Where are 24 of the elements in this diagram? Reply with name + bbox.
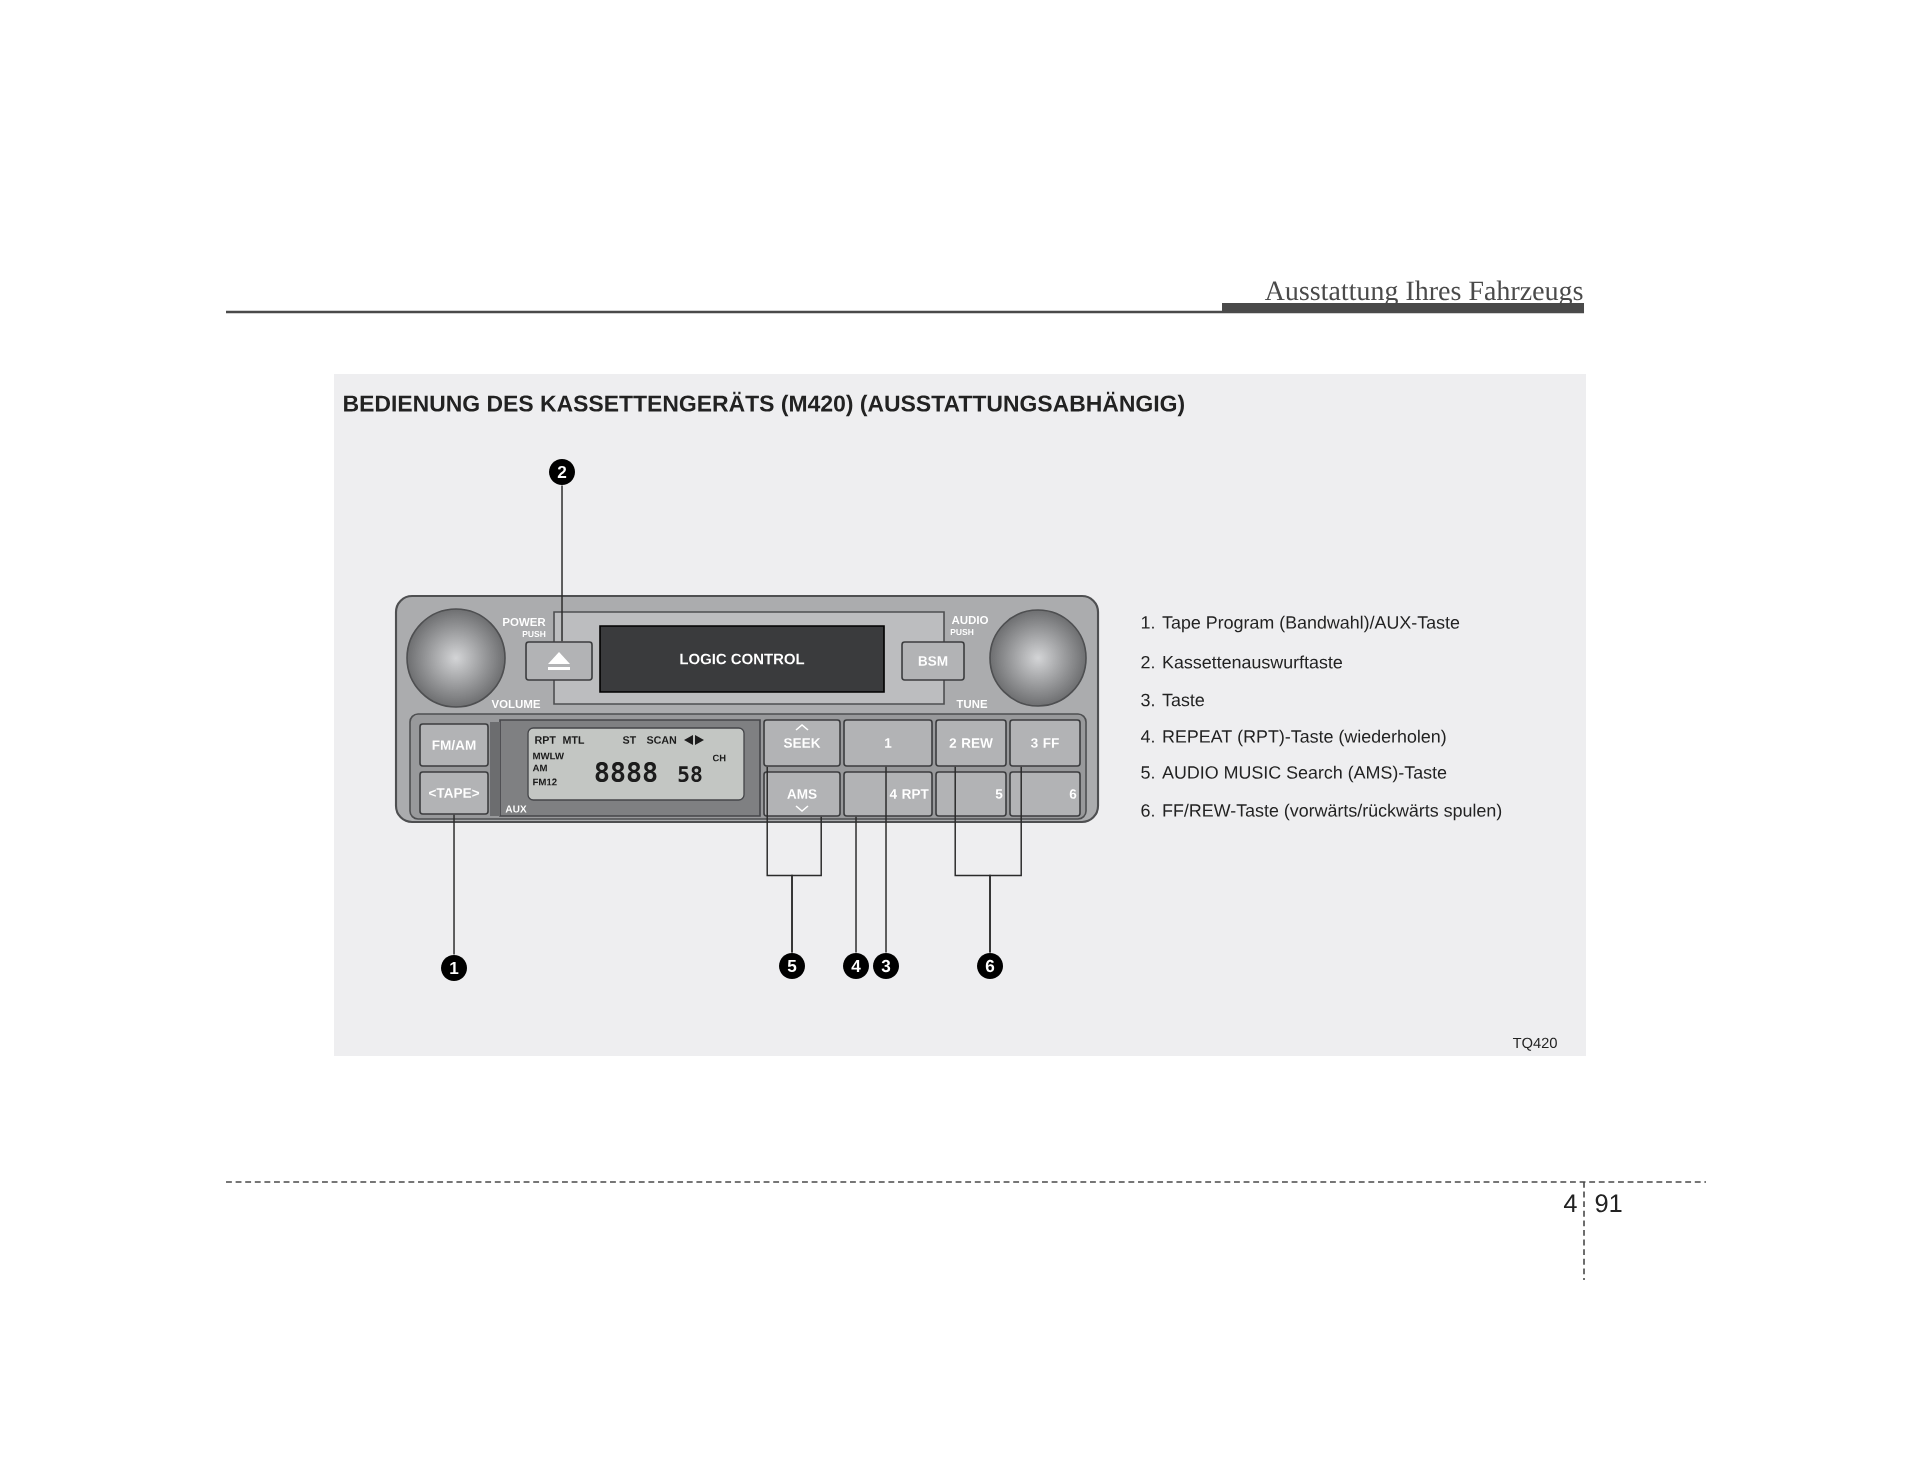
leader-line xyxy=(791,816,822,954)
list-item: 4. REPEAT (RPT)-Taste (wiederholen) xyxy=(1140,729,1446,747)
list-item: 6. FF/REW-Taste (vorwärts/rückwärts spulen) xyxy=(1141,803,1502,821)
callout-number: 1 xyxy=(441,955,467,981)
leader-line xyxy=(855,816,857,954)
chapter-number: 4 xyxy=(1563,1194,1577,1212)
section-title: BEDIENUNG DES KASSETTENGERÄTS (M420) (AUSSTATTUNGSABHÄNGIG) xyxy=(344,391,1184,417)
running-header: Ausstattung Ihres Fahrzeugs xyxy=(1264,280,1583,306)
leader-line xyxy=(453,814,455,956)
callout-number: 2 xyxy=(549,459,575,485)
display-text: 8888 xyxy=(595,761,657,783)
callout-number: 4 xyxy=(843,953,869,979)
display-text: 58 xyxy=(678,765,702,783)
leader-line xyxy=(885,766,887,954)
list-item: 3. Taste xyxy=(1141,693,1204,707)
list-item: 2. Kassettenauswurftaste xyxy=(1141,655,1342,669)
leader-line xyxy=(989,766,1022,954)
list-item: 1. Tape Program (Bandwahl)/AUX-Taste xyxy=(1141,615,1460,633)
page-number: 91 xyxy=(1595,1194,1622,1213)
list-item: 5. AUDIO MUSIC Search (AMS)-Taste xyxy=(1141,765,1447,783)
callout-number: 5 xyxy=(779,953,805,979)
leader-line xyxy=(561,484,563,642)
callout-number: 6 xyxy=(977,953,1003,979)
callout-number: 3 xyxy=(873,953,899,979)
